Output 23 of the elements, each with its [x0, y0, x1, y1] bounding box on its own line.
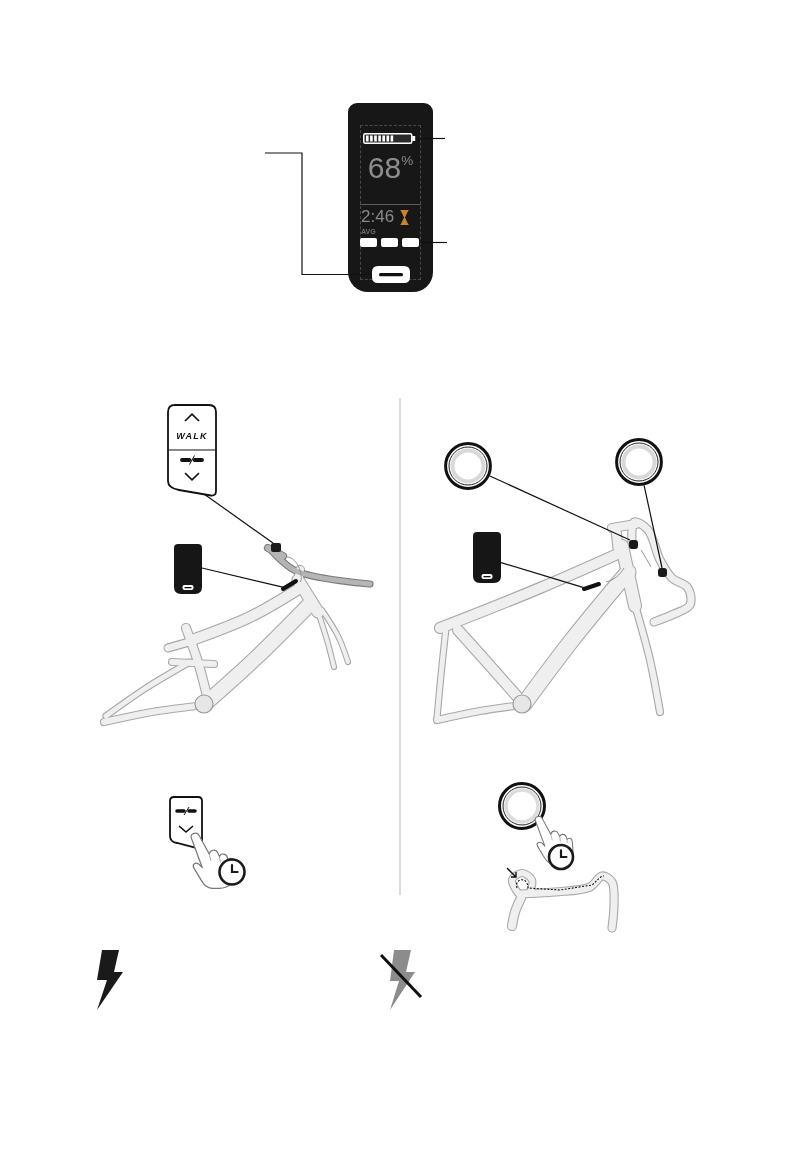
leader-line [201, 567, 285, 588]
handlebar-button [629, 540, 638, 549]
leader-line [415, 137, 446, 140]
leader-line [489, 475, 631, 541]
round-button [444, 442, 492, 490]
display-unit [348, 103, 433, 292]
leader-line [418, 241, 448, 244]
battery-indicator [363, 133, 416, 144]
walk-label: WALK [175, 432, 209, 441]
handlebar-button [658, 568, 667, 577]
leader-line [500, 562, 586, 589]
mounted-display [283, 581, 296, 589]
time-readout: 2:46 [361, 208, 395, 225]
leader-line [643, 484, 663, 569]
percent-readout: 68$^{%}$ [366, 153, 415, 183]
display-main-button [372, 266, 410, 283]
leader-line [264, 152, 373, 276]
remote-control [167, 404, 217, 497]
leader-line [204, 494, 274, 544]
remote-clamp [271, 543, 281, 552]
round-button [615, 438, 663, 486]
display-button [402, 238, 419, 247]
mounted-display [584, 584, 599, 589]
